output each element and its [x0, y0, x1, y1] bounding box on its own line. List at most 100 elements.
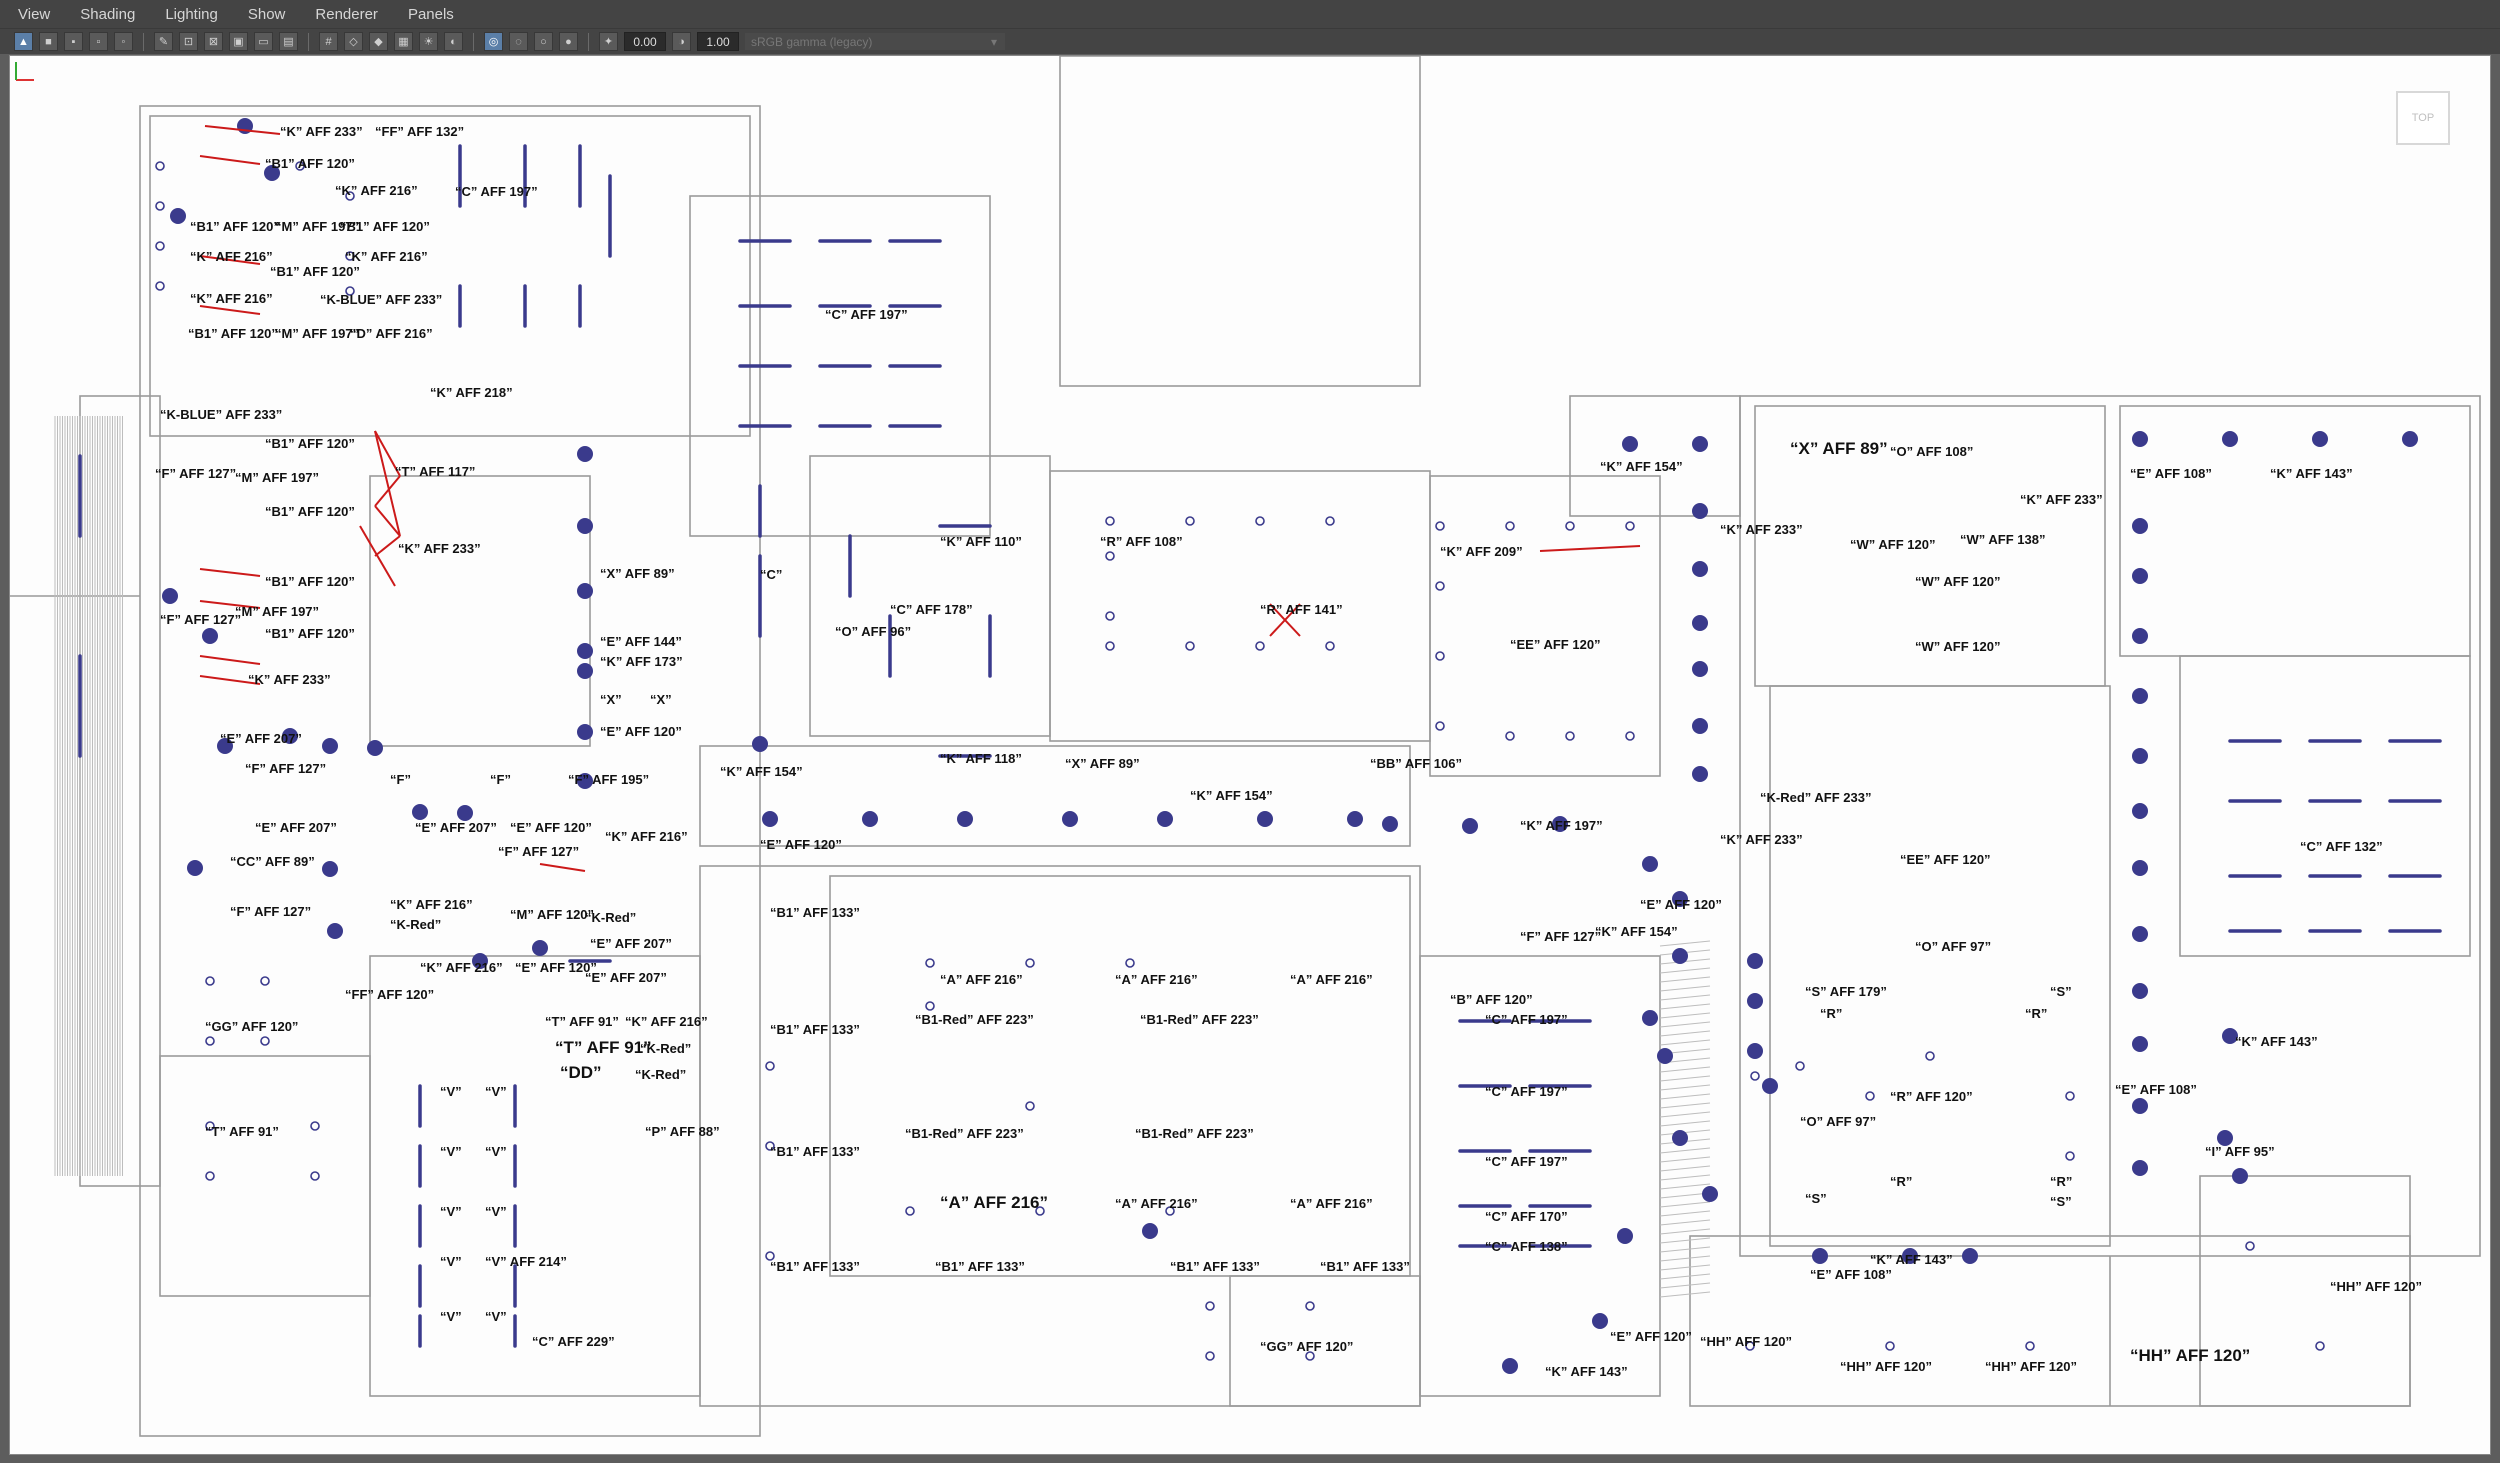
stair-tread — [1659, 976, 1711, 983]
menu-renderer[interactable]: Renderer — [315, 5, 378, 23]
stair-tread — [1659, 1273, 1711, 1280]
annotation-leader — [359, 525, 396, 587]
frame-all-icon[interactable]: ⊡ — [179, 32, 198, 51]
fixture-dot — [1747, 953, 1763, 969]
fixture-label: “F” AFF 127” — [160, 612, 241, 627]
fixture-label: “K” AFF 216” — [335, 183, 418, 198]
fixture-dot — [1462, 818, 1478, 834]
select-camera-icon[interactable]: ▲ — [14, 32, 33, 51]
fixture-label: “F” AFF 127” — [230, 904, 311, 919]
fixture-label: “W” AFF 138” — [1960, 532, 2045, 547]
exposure-icon[interactable]: ✦ — [599, 32, 618, 51]
fixture-label: “K” AFF 154” — [1190, 788, 1273, 803]
fixture-label: “K” AFF 233” — [398, 541, 481, 556]
viewport-top[interactable]: “K” AFF 233”“FF” AFF 132”“B1” AFF 120”“K… — [9, 55, 2491, 1455]
fixture-dot — [1657, 1048, 1673, 1064]
fixture-label: “F” — [390, 772, 411, 787]
fixture-dot — [264, 165, 280, 181]
can-light — [155, 161, 165, 171]
menu-view[interactable]: View — [18, 5, 51, 23]
can-light — [1795, 1061, 1805, 1071]
can-light — [1505, 731, 1515, 741]
fixture-dot — [1692, 615, 1708, 631]
gamma-field[interactable]: 1.00 — [697, 32, 739, 51]
fixture-label: “B1” AFF 120” — [270, 264, 360, 279]
fixture-dot — [1672, 891, 1688, 907]
menu-panels[interactable]: Panels — [407, 5, 454, 23]
resolution-gate-icon[interactable]: ▤ — [279, 32, 298, 51]
fixture-label: “X” AFF 89” — [1065, 756, 1140, 771]
can-light — [1305, 1301, 1315, 1311]
exposure-field[interactable]: 0.00 — [624, 32, 666, 51]
grease-pencil-icon[interactable]: ✎ — [154, 32, 173, 51]
annotation-leader — [1539, 545, 1641, 552]
can-light — [1205, 1351, 1215, 1361]
fixture-dot — [322, 861, 338, 877]
annotation-leader — [539, 863, 586, 872]
menu-lighting[interactable]: Lighting — [165, 5, 218, 23]
fixture-label: “R” — [2025, 1006, 2047, 1021]
can-light — [1325, 516, 1335, 526]
fixture-label: “S” — [2050, 1194, 2072, 1209]
fixture-dot — [577, 446, 593, 462]
view-cube[interactable]: TOP — [2396, 91, 2450, 145]
can-light — [1105, 611, 1115, 621]
xray-components-icon[interactable]: ● — [559, 32, 578, 51]
fixture-label: “GG” AFF 120” — [1260, 1339, 1353, 1354]
image-plane-icon[interactable]: ▫ — [89, 32, 108, 51]
can-light — [1205, 1301, 1215, 1311]
fixture-label: “K” AFF 233” — [280, 124, 363, 139]
two-d-pan-icon[interactable]: ◦ — [114, 32, 133, 51]
fixture-label: “K” AFF 118” — [940, 751, 1022, 766]
fixture-label: “K” AFF 233” — [1720, 832, 1803, 847]
fixture-dot — [1702, 1186, 1718, 1202]
can-light — [2025, 1341, 2035, 1351]
film-gate-icon[interactable]: ▭ — [254, 32, 273, 51]
smooth-shade-icon[interactable]: ◆ — [369, 32, 388, 51]
axis-gizmo-icon — [15, 62, 34, 81]
can-light — [345, 251, 355, 261]
fixture-label: “X” — [600, 692, 622, 707]
fixture-dot — [1692, 661, 1708, 677]
xray-joints-icon[interactable]: ○ — [534, 32, 553, 51]
can-light — [310, 1121, 320, 1131]
color-space-dropdown[interactable]: sRGB gamma (legacy) ▾ — [745, 33, 1005, 50]
fixture-label: “B1” AFF 133” — [1320, 1259, 1410, 1274]
fixture-label: “B1” AFF 120” — [265, 504, 355, 519]
xray-icon[interactable]: ◌ — [509, 32, 528, 51]
fixture-label: “E” AFF 120” — [760, 837, 842, 852]
fixture-dot — [2132, 518, 2148, 534]
fixture-label: “F” AFF 195” — [568, 772, 649, 787]
frame-selected-icon[interactable]: ⊠ — [204, 32, 223, 51]
can-light — [155, 281, 165, 291]
camera-attributes-icon[interactable]: ■ — [39, 32, 58, 51]
grid-icon[interactable]: # — [319, 32, 338, 51]
fixture-label: “C” AFF 170” — [1485, 1209, 1568, 1224]
fixture-dot — [2222, 431, 2238, 447]
fixture-dot — [2132, 431, 2148, 447]
stair-tread — [1659, 1201, 1711, 1208]
isolate-icon[interactable]: ◎ — [484, 32, 503, 51]
fixture-label: “B1” AFF 133” — [770, 905, 860, 920]
fixture-label: “E” AFF 144” — [600, 634, 682, 649]
lighting-icon[interactable]: ☀ — [419, 32, 438, 51]
fixture-label: “K” AFF 143” — [1870, 1252, 1953, 1267]
can-light — [1105, 551, 1115, 561]
can-light — [1125, 958, 1135, 968]
texture-icon[interactable]: ▦ — [394, 32, 413, 51]
fixture-dot — [457, 805, 473, 821]
menu-shading[interactable]: Shading — [80, 5, 136, 23]
fixture-label: “B1” AFF 133” — [770, 1259, 860, 1274]
gamma-icon[interactable]: ◑ — [672, 32, 691, 51]
shadows-icon[interactable]: ◐ — [444, 32, 463, 51]
fixture-label: “K” AFF 216” — [190, 291, 273, 306]
fixture-label: “S” — [2050, 984, 2072, 999]
wireframe-icon[interactable]: ◇ — [344, 32, 363, 51]
menu-show[interactable]: Show — [247, 5, 286, 23]
fixture-dot — [170, 208, 186, 224]
lock-camera-icon[interactable]: ▣ — [229, 32, 248, 51]
fixture-label: “V” — [485, 1309, 507, 1324]
can-light — [1505, 521, 1515, 531]
fixture-dot — [1622, 436, 1638, 452]
bookmark-icon[interactable]: ▪ — [64, 32, 83, 51]
